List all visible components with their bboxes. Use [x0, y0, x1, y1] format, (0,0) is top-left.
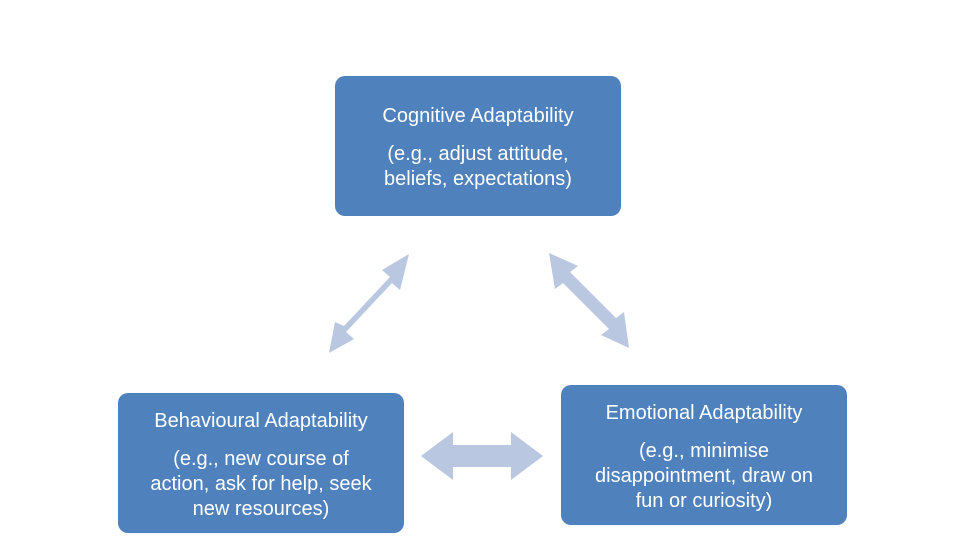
- node-title: Cognitive Adaptability: [382, 105, 574, 127]
- node-description-line: disappointment, draw on: [595, 464, 813, 487]
- node-description-line: beliefs, expectations): [384, 168, 572, 190]
- node-description-line: (e.g., minimise: [638, 439, 769, 462]
- node-description-line: fun or curiosity): [635, 489, 773, 512]
- node-description-line: new resources): [192, 497, 330, 520]
- node-emotional-adaptability: Emotional Adaptability (e.g., minimise d…: [561, 385, 847, 525]
- node-title: Emotional Adaptability: [605, 401, 803, 424]
- node-description-line: (e.g., new course of: [173, 447, 349, 470]
- node-description: (e.g., minimise disappointment, draw on …: [595, 439, 813, 514]
- node-behavioural-adaptability: Behavioural Adaptability (e.g., new cour…: [118, 393, 404, 533]
- arrow-cognitive-emotional: [549, 253, 629, 348]
- node-description: (e.g., new course of action, ask for hel…: [150, 447, 371, 522]
- node-description-line: (e.g., adjust attitude,: [387, 143, 569, 165]
- node-description: (e.g., adjust attitude, beliefs, expecta…: [384, 142, 572, 192]
- node-title: Behavioural Adaptability: [154, 409, 368, 432]
- arrow-behavioural-emotional: [421, 432, 543, 480]
- arrow-cognitive-behavioural: [329, 254, 409, 353]
- node-cognitive-adaptability: Cognitive Adaptability (e.g., adjust att…: [335, 76, 621, 216]
- node-description-line: action, ask for help, seek: [150, 472, 372, 495]
